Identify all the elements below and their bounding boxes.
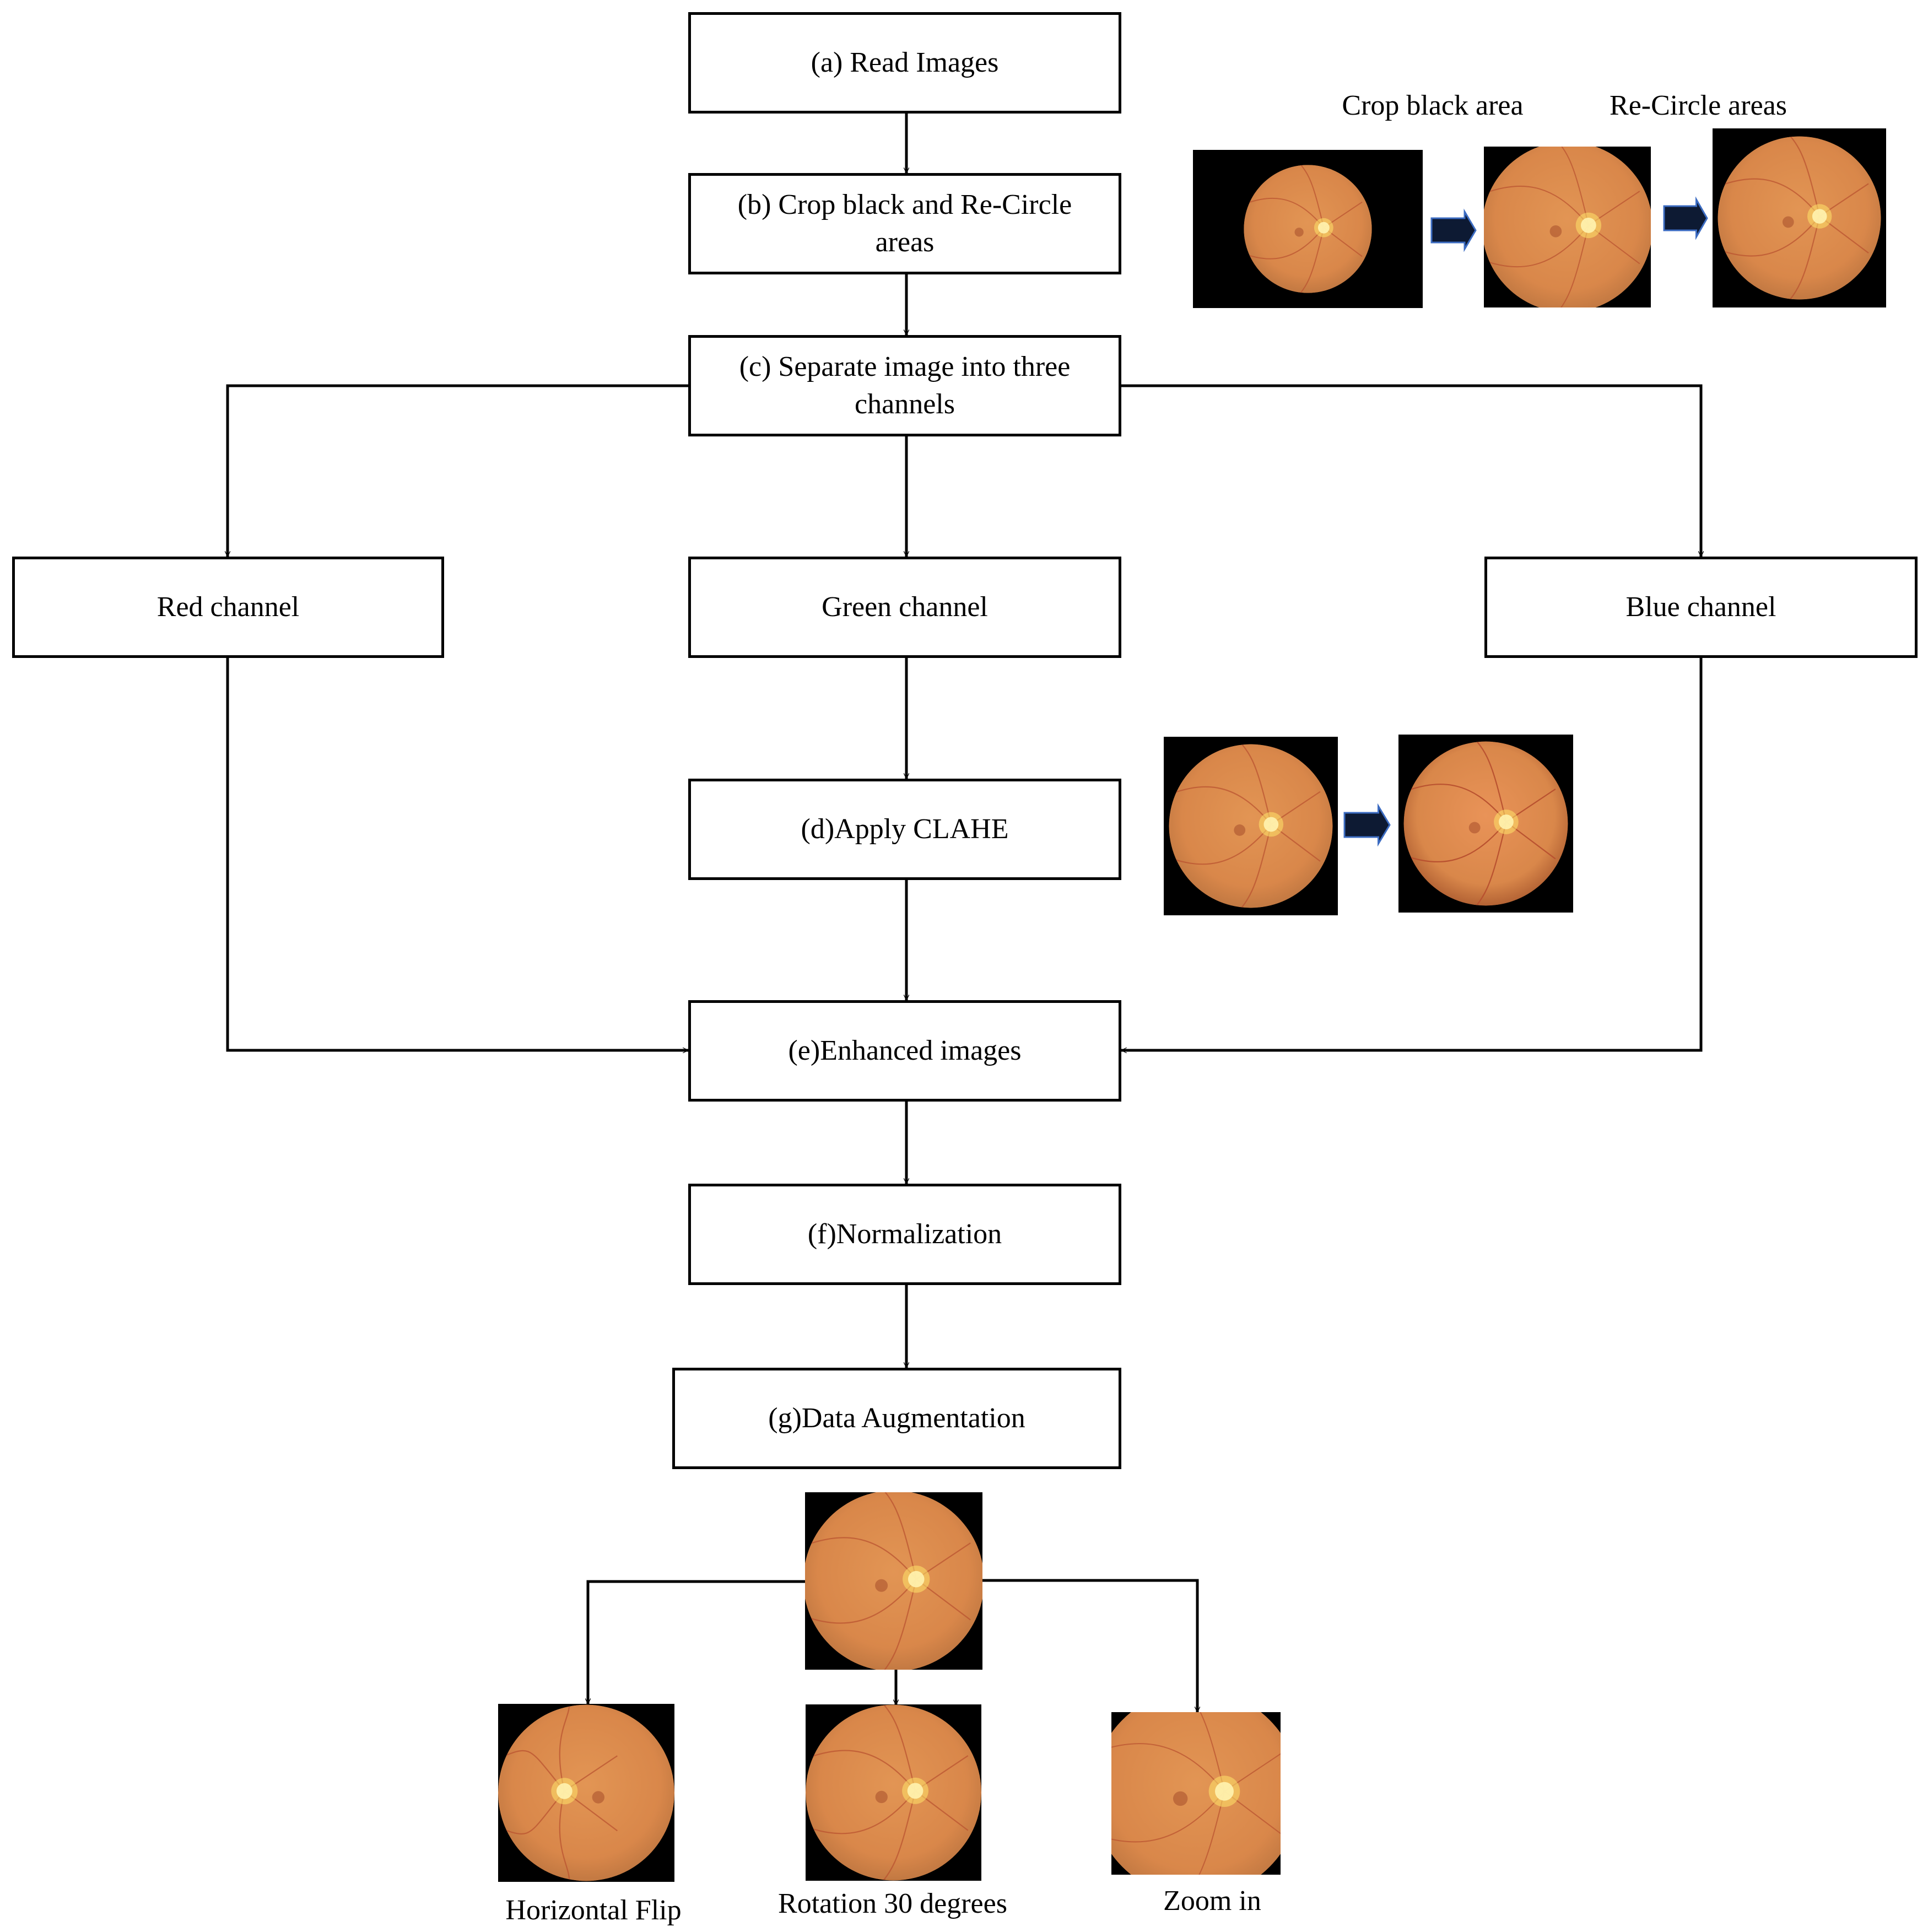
block-arrow-original-to-cropped [1430, 208, 1477, 252]
step-crop-recircle: (b) Crop black and Re-Circle areas [688, 173, 1121, 274]
step-separate-channels: (c) Separate image into three channels [688, 335, 1121, 436]
blue-channel-label: Blue channel [1625, 591, 1776, 623]
arrow-separate-to-red [228, 384, 688, 557]
fundus-image-icon [1164, 737, 1338, 915]
red-channel-box: Red channel [12, 557, 444, 658]
green-channel-box: Green channel [688, 557, 1121, 658]
fundus-image-icon [805, 1492, 982, 1670]
fundus-image-icon [1398, 735, 1573, 913]
fundus-augmentation-source-thumbnail [805, 1492, 982, 1670]
step-data-augmentation: (g)Data Augmentation [672, 1368, 1121, 1469]
fundus-original-thumbnail [1193, 150, 1423, 308]
step-crop-recircle-label: (b) Crop black and Re-Circle areas [737, 189, 1072, 258]
step-enhanced-images: (e)Enhanced images [688, 1000, 1121, 1102]
caption-recircle-areas: Re-Circle areas [1610, 90, 1787, 121]
fundus-recircled-thumbnail [1713, 128, 1886, 307]
block-arrow-cropped-to-recircled [1663, 196, 1708, 240]
arrow-red-to-enhanced [226, 658, 688, 1050]
block-arrow-before-to-after-clahe [1343, 803, 1391, 847]
block-arrow-group [1343, 196, 1708, 847]
fundus-flipped-thumbnail [498, 1704, 674, 1882]
caption-crop-black-area: Crop black area [1342, 90, 1524, 121]
step-read-images-label: (a) Read Images [811, 47, 999, 78]
green-channel-label: Green channel [822, 591, 988, 623]
red-channel-label: Red channel [156, 591, 300, 623]
fundus-image-icon [1713, 128, 1886, 307]
step-read-images: (a) Read Images [688, 12, 1121, 114]
fundus-image-icon [1111, 1712, 1281, 1875]
arrow-separate-to-blue [1121, 384, 1701, 557]
caption-rotation-30: Rotation 30 degrees [778, 1888, 1007, 1919]
fundus-after-clahe-thumbnail [1398, 735, 1573, 913]
caption-horizontal-flip: Horizontal Flip [505, 1895, 682, 1926]
fundus-rotated-thumbnail [806, 1704, 981, 1881]
step-apply-clahe-label: (d)Apply CLAHE [801, 813, 1009, 845]
fundus-image-icon [498, 1704, 674, 1882]
fundus-image-icon [1484, 147, 1651, 307]
fundus-image-icon [1193, 150, 1423, 308]
fundus-before-clahe-thumbnail [1164, 737, 1338, 915]
arrow-augmentation-to-flip [588, 1580, 805, 1704]
fundus-image-icon [806, 1704, 981, 1881]
arrow-blue-to-enhanced [1121, 658, 1703, 1050]
arrow-augmentation-to-zoom [982, 1579, 1197, 1712]
fundus-cropped-thumbnail [1484, 147, 1651, 307]
caption-zoom-in: Zoom in [1163, 1885, 1261, 1917]
blue-channel-box: Blue channel [1484, 557, 1918, 658]
fundus-zoomed-thumbnail [1111, 1712, 1281, 1875]
step-separate-channels-label: (c) Separate image into three channels [739, 351, 1071, 420]
step-normalization: (f)Normalization [688, 1184, 1121, 1285]
step-normalization-label: (f)Normalization [807, 1218, 1002, 1250]
step-enhanced-images-label: (e)Enhanced images [788, 1035, 1022, 1066]
step-data-augmentation-label: (g)Data Augmentation [768, 1402, 1025, 1434]
step-apply-clahe: (d)Apply CLAHE [688, 779, 1121, 880]
